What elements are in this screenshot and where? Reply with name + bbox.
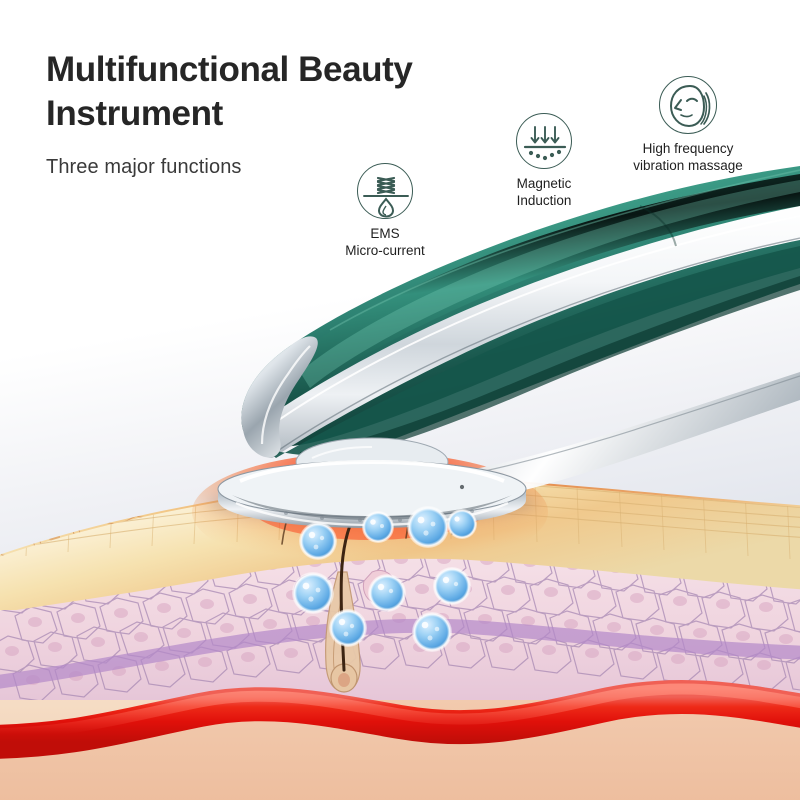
title-block: Multifunctional Beauty Instrument Three …	[46, 48, 413, 179]
molecule	[292, 506, 477, 652]
feature-vibration-massage: High frequency vibration massage	[620, 76, 756, 175]
vibration-icon-ring	[659, 76, 717, 134]
blood-vessel	[0, 679, 800, 759]
magnetic-icon-ring	[516, 113, 572, 169]
feature-ems-label: EMS Micro-current	[345, 226, 425, 258]
feature-magnetic-induction: Magnetic Induction	[492, 113, 596, 210]
feature-vibration-label: High frequency vibration massage	[633, 141, 743, 173]
magnetic-induction-arrows-icon	[523, 126, 567, 161]
page-subtitle: Three major functions	[46, 155, 242, 178]
feature-ems: EMS Micro-current	[330, 163, 440, 260]
ems-coil-droplet-icon	[363, 176, 409, 218]
feature-magnetic-label: Magnetic Induction	[516, 176, 572, 208]
ems-icon-ring	[357, 163, 413, 219]
face-vibration-icon	[669, 84, 711, 128]
page-title: Multifunctional Beauty Instrument	[46, 50, 413, 133]
